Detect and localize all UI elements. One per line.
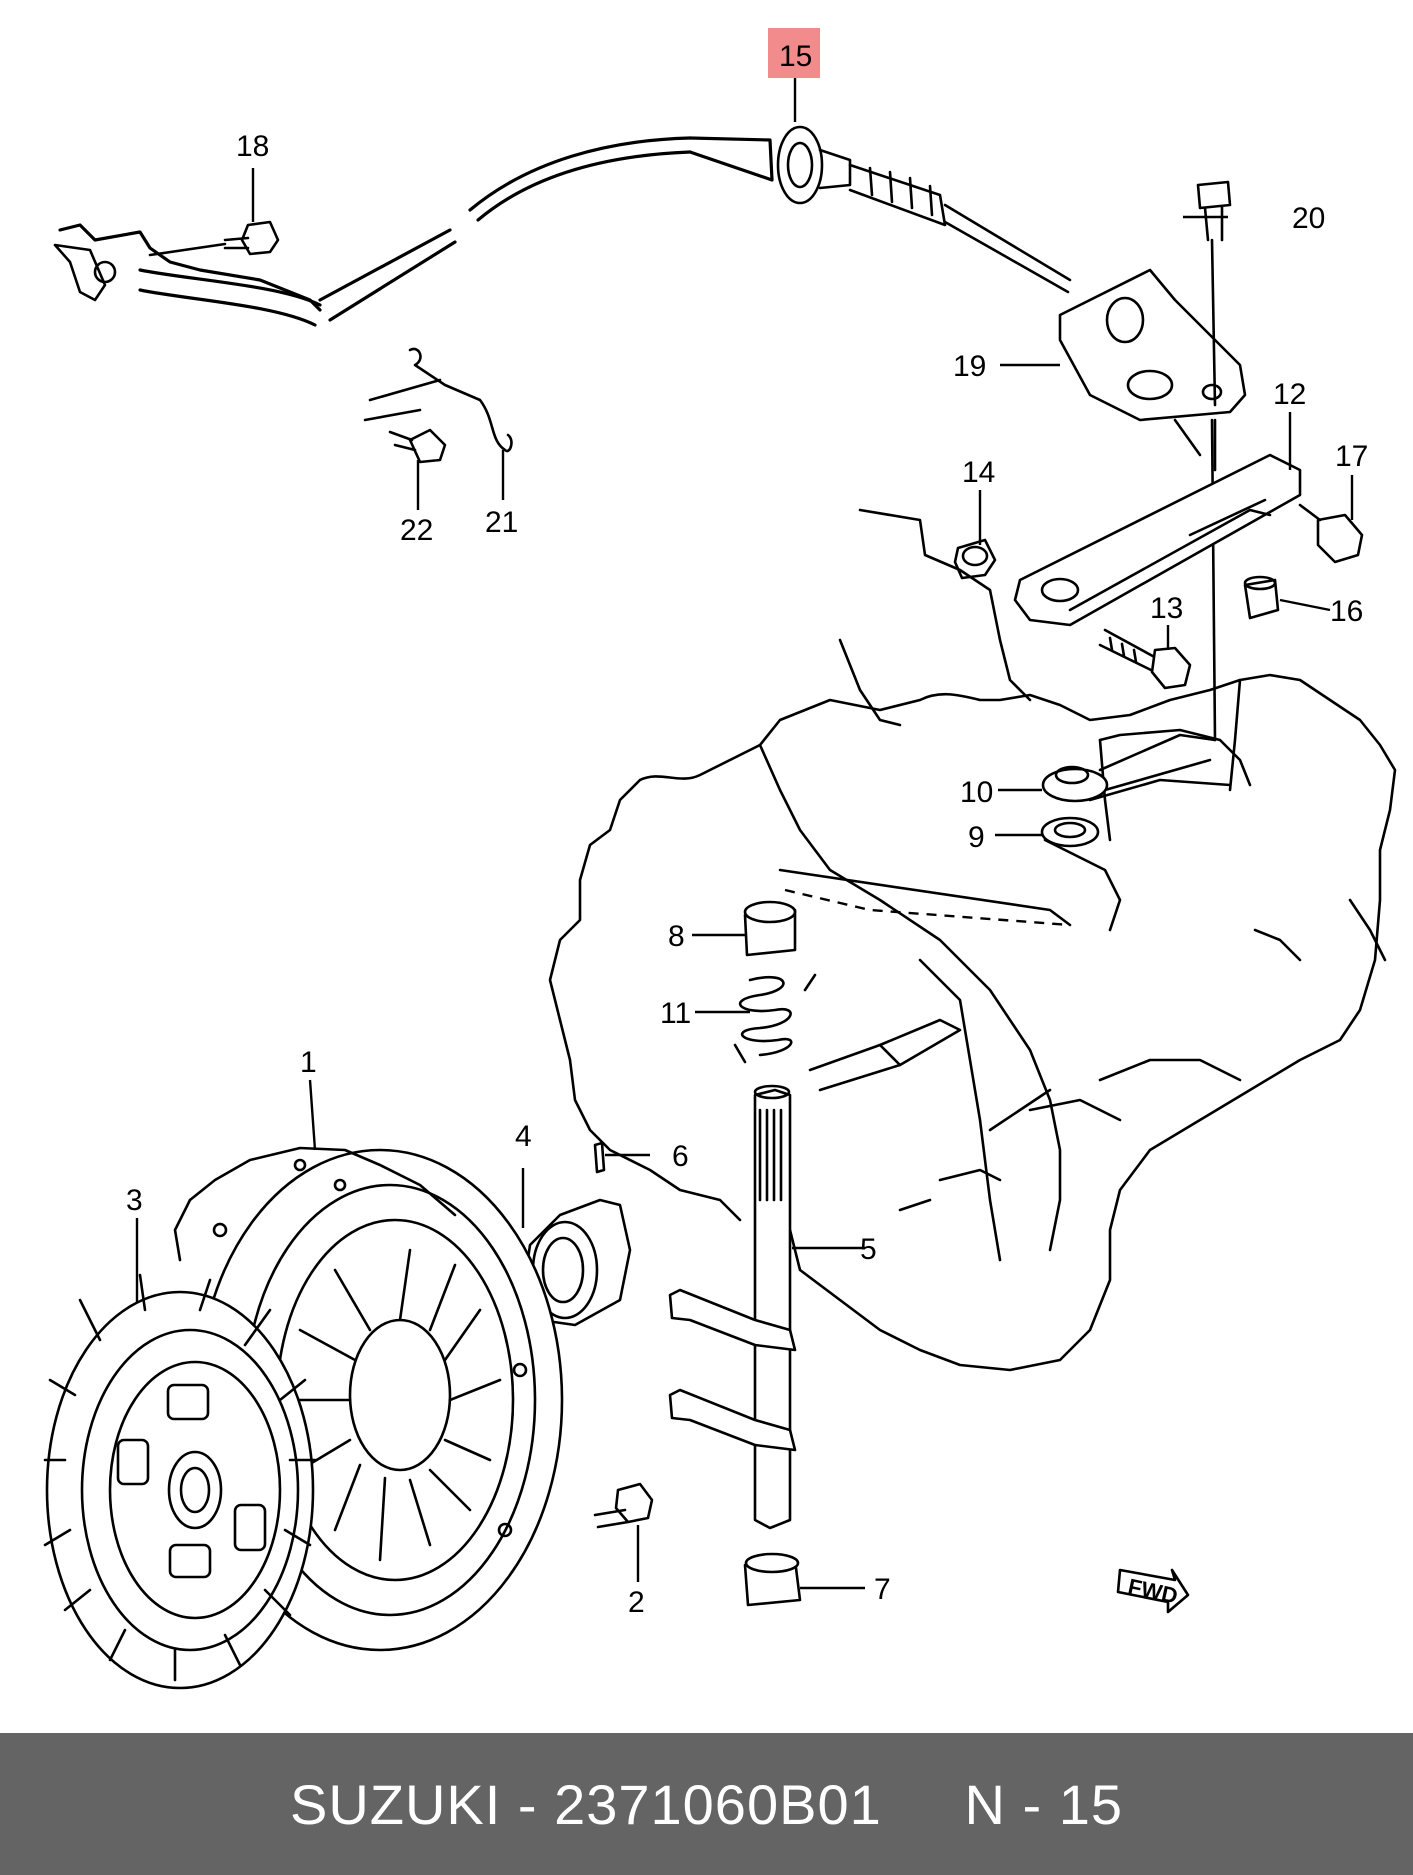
callout-19: 19 <box>953 350 986 383</box>
parts-diagram: FWD 15 18 20 19 12 17 14 16 <box>43 28 1397 1690</box>
bush-14 <box>953 538 997 580</box>
callout-17: 17 <box>1335 440 1368 473</box>
washer-10 <box>1041 765 1109 803</box>
callout-labels: 15 18 20 19 12 17 14 16 13 10 9 8 11 6 5… <box>126 40 1368 1619</box>
collar-16 <box>1243 575 1280 620</box>
pin-6 <box>593 1141 606 1174</box>
bolt-18 <box>148 220 280 257</box>
bolt-22 <box>363 378 447 464</box>
callout-15: 15 <box>779 40 812 73</box>
footer-bar: SUZUKI - 2371060B01 N - 15 <box>0 1733 1413 1875</box>
callout-4: 4 <box>515 1120 532 1153</box>
fwd-arrow-icon: FWD <box>1116 1568 1190 1614</box>
bolt-2 <box>593 1482 654 1529</box>
release-bearing-4 <box>523 1198 632 1327</box>
callout-9: 9 <box>968 821 985 854</box>
callout-15-highlight <box>768 28 820 78</box>
callout-20: 20 <box>1292 202 1325 235</box>
callout-2: 2 <box>628 1586 645 1619</box>
callout-22: 22 <box>400 514 433 547</box>
callout-1: 1 <box>300 1046 317 1079</box>
clutch-cable <box>53 125 1072 327</box>
callout-8: 8 <box>668 920 685 953</box>
bolt-13 <box>1098 628 1192 690</box>
callout-3: 3 <box>126 1184 143 1217</box>
bush-7 <box>743 1552 802 1607</box>
callout-14: 14 <box>962 456 995 489</box>
spring-21 <box>408 347 513 453</box>
nut-17 <box>1298 503 1364 564</box>
bracket-19 <box>1058 268 1247 472</box>
callout-11: 11 <box>660 997 691 1030</box>
callout-21: 21 <box>485 506 518 539</box>
shaft-5 <box>668 1084 797 1530</box>
transmission-housing <box>548 508 1397 1372</box>
callout-16: 16 <box>1330 595 1363 628</box>
callout-7: 7 <box>874 1573 891 1606</box>
seal-9 <box>1040 816 1100 848</box>
part-number-caption: SUZUKI - 2371060B01 N - 15 <box>289 1772 1124 1836</box>
clutch-disc-3 <box>43 1273 317 1690</box>
callout-5: 5 <box>860 1233 877 1266</box>
callout-18: 18 <box>236 130 269 163</box>
bolt-20 <box>1196 180 1232 742</box>
callout-10: 10 <box>960 776 993 809</box>
spring-11 <box>733 973 817 1064</box>
callout-6: 6 <box>672 1140 689 1173</box>
lever-12 <box>1013 453 1302 627</box>
callout-12: 12 <box>1273 378 1306 411</box>
bush-8 <box>743 900 797 957</box>
leader-lines <box>135 78 1354 1590</box>
callout-13: 13 <box>1150 592 1183 625</box>
